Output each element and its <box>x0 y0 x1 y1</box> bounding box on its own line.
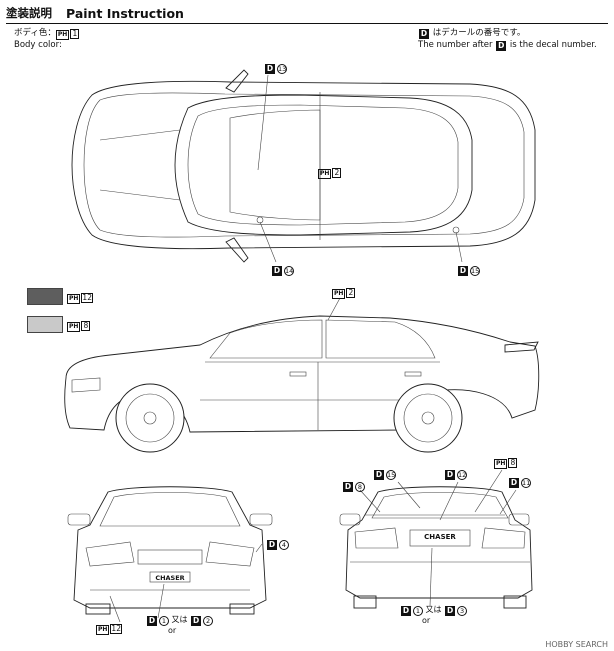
decal-badge: D <box>272 266 282 276</box>
decal-number: 2 <box>203 616 214 626</box>
ph-badge: PH <box>318 169 332 179</box>
decal-badge: D <box>458 266 468 276</box>
decal-note-en-before: The number after <box>418 40 493 50</box>
decal-note-jp-text: はデカールの番号です。 <box>432 28 526 38</box>
decal-note-en-after: is the decal number. <box>509 40 597 50</box>
color-swatch-dark <box>27 288 63 305</box>
decal-badge: D <box>374 470 384 480</box>
top-view <box>71 69 536 263</box>
ph-badge: PH <box>96 625 110 635</box>
side-view <box>64 297 540 453</box>
decal-note-jp: D はデカールの番号です。 <box>418 28 525 39</box>
decal-number: 12 <box>457 470 467 480</box>
or-jp: 又は <box>425 605 442 614</box>
ph-badge: PH <box>67 322 81 332</box>
ph-badge: PH <box>332 289 346 299</box>
decal-number: 15 <box>470 266 480 276</box>
ph-badge: PH <box>67 294 81 304</box>
decal-badge: D <box>147 616 157 626</box>
callout-rear-or: or <box>422 616 431 625</box>
watermark: HOBBY SEARCH <box>545 640 608 649</box>
decal-number: 15 <box>386 470 396 480</box>
title-jp: 塗装説明 <box>6 6 52 20</box>
ph-number: 8 <box>508 458 518 468</box>
decal-badge: D <box>445 606 456 616</box>
decal-badge: D <box>267 540 277 550</box>
or-jp: 又は <box>171 615 188 624</box>
body-color-jp-label: ボディ色： <box>14 28 56 38</box>
decal-badge: D <box>401 606 411 616</box>
front-plate-text: CHASER <box>155 574 185 582</box>
decal-number: 4 <box>279 540 289 550</box>
color-swatch-light <box>27 316 63 333</box>
decal-number: 3 <box>457 606 468 616</box>
ph-number: 12 <box>110 624 122 634</box>
ph-badge: PH <box>494 459 508 469</box>
ph-number: 2 <box>346 288 356 298</box>
ph-number: 12 <box>81 293 93 303</box>
title-bar: 塗装説明 Paint Instruction <box>6 6 608 24</box>
decal-badge: D <box>265 64 275 74</box>
ph-number: 2 <box>332 168 342 178</box>
title-en: Paint Instruction <box>66 6 184 21</box>
body-color-en: Body color: <box>14 40 62 50</box>
decal-badge: D <box>419 29 429 39</box>
ph-number: 1 <box>70 29 80 39</box>
decal-badge: D <box>445 470 455 480</box>
front-view <box>67 486 273 623</box>
decal-number: 13 <box>277 64 287 74</box>
decal-number: 8 <box>355 482 365 492</box>
decal-number: 14 <box>284 266 294 276</box>
decal-badge: D <box>509 478 519 488</box>
decal-badge: D <box>191 616 202 626</box>
decal-note-en: The number after D is the decal number. <box>418 40 597 51</box>
ph-number: 8 <box>81 321 91 331</box>
ph-badge: PH <box>55 30 70 40</box>
decal-number: 11 <box>521 478 531 488</box>
rear-view <box>339 469 533 609</box>
decal-badge: D <box>343 482 353 492</box>
rear-plate-text: CHASER <box>424 533 456 541</box>
decal-badge: D <box>496 41 507 51</box>
callout-front-or: or <box>168 626 177 635</box>
